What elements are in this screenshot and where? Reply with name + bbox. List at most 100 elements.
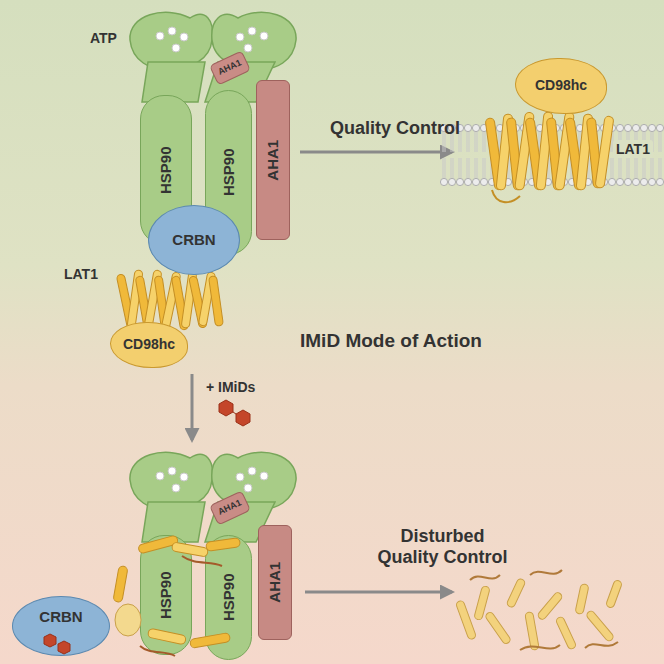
lipid-tail <box>659 131 660 152</box>
degraded-fragments-part <box>585 610 614 643</box>
node-label: AHA1 <box>267 562 284 603</box>
degraded-fragments-part <box>585 642 618 648</box>
hsp90-dimer-head-part <box>260 32 268 40</box>
node-label: AHA1 <box>217 498 243 517</box>
degraded-fragments-part <box>537 591 564 621</box>
lipid-head <box>648 124 655 131</box>
lipid-tail <box>635 158 636 179</box>
lipid-head <box>616 178 623 185</box>
imid-molecule <box>219 400 250 426</box>
lipid-tail <box>467 158 468 179</box>
lipid-tail <box>485 158 486 179</box>
hsp90-dimer-head-part <box>248 467 256 475</box>
lat1-helices-part <box>595 116 614 189</box>
lipid-tail <box>469 158 470 179</box>
lipid-tail <box>661 158 662 179</box>
degraded-fragments-part <box>470 575 500 580</box>
hsp90-dimer-head-part <box>172 484 180 492</box>
annotation-text: ATP <box>90 30 117 46</box>
lipid-head <box>656 124 663 131</box>
lipid-tail <box>451 158 452 179</box>
lipid-tail <box>475 158 476 179</box>
degraded-fragments-part <box>605 579 622 608</box>
lipid-tail <box>549 158 550 179</box>
lipid-tail <box>621 158 622 179</box>
aha1-cochaperone: AHA1 <box>258 525 292 640</box>
hsp90-dimer-head-part <box>244 44 252 52</box>
annotation-text: + IMiDs <box>206 379 255 395</box>
lipid-head <box>624 124 631 131</box>
degraded-fragments-part <box>575 583 589 614</box>
degraded-fragments-part <box>520 645 560 650</box>
lipid-tail <box>485 131 486 152</box>
imid-molecule-part <box>233 412 236 414</box>
lat1-helices <box>485 112 614 202</box>
lipid-tail <box>509 158 510 179</box>
annotation-text: Quality Control <box>330 118 460 139</box>
hsp90-dimer-head-part <box>168 467 176 475</box>
annotation-text: IMiD Mode of Action <box>300 330 482 352</box>
degraded-fragments-part <box>525 612 539 651</box>
arrow <box>305 591 452 594</box>
arrow <box>300 151 452 154</box>
hsp90-dimer-head-part <box>248 27 256 35</box>
crbn-protein: CRBN <box>148 205 240 275</box>
node-label: HSP90 <box>158 146 175 194</box>
lipid-head <box>648 178 655 185</box>
hsp90-dimer-head-part <box>168 27 176 35</box>
hsp90-dimer-head-part <box>156 472 164 480</box>
lipid-head <box>464 124 471 131</box>
node-label: CD98hc <box>123 337 175 352</box>
lipid-tail <box>443 158 444 179</box>
hsp90-dimer-head-part <box>236 33 244 41</box>
hsp90-dimer-head-part <box>130 452 213 508</box>
lat1-helices-part <box>209 276 224 327</box>
lipid-tail <box>611 158 612 179</box>
cd98hc-protein: CD98hc <box>515 58 607 114</box>
hsp90-dimer-head-part <box>130 12 213 68</box>
lipid-tail <box>459 158 460 179</box>
lipid-tail <box>453 158 454 179</box>
degraded-fragments <box>455 570 622 650</box>
degraded-fragments-part <box>484 611 511 645</box>
lipid-head <box>456 178 463 185</box>
node-label: HSP90 <box>220 149 237 197</box>
lipid-head <box>480 178 487 185</box>
hsp90-dimer-head-part <box>180 33 188 41</box>
degraded-fragments-part <box>506 578 526 609</box>
hsp90-protomer: HSP90 <box>205 535 252 660</box>
node-label: CD98hc <box>535 78 587 93</box>
degraded-fragments-part <box>530 570 562 575</box>
hsp90-dimer-head-part <box>244 484 252 492</box>
node-label: HSP90 <box>220 574 237 622</box>
node-label: AHA1 <box>265 140 282 181</box>
lipid-tail <box>645 158 646 179</box>
node-label: CRBN <box>39 609 82 626</box>
lipid-tail <box>651 158 652 179</box>
unfolded-lat1-part <box>115 604 141 636</box>
hsp90-dimer-head-part <box>260 472 268 480</box>
lipid-tail <box>477 158 478 179</box>
lipid-tail <box>613 158 614 179</box>
lipid-tail <box>483 158 484 179</box>
lat1-helices-part <box>492 190 520 202</box>
lipid-tail <box>661 131 662 152</box>
lipid-head <box>608 178 615 185</box>
imid-molecule-part <box>219 400 233 416</box>
lipid-tail <box>461 158 462 179</box>
lipid-head <box>440 178 447 185</box>
unfolded-lat1-part <box>113 566 128 603</box>
lipid-tail <box>445 158 446 179</box>
imid-molecule-part <box>236 410 250 426</box>
crbn-protein: CRBN <box>12 596 110 656</box>
lipid-tail <box>589 158 590 179</box>
lipid-tail <box>659 158 660 179</box>
lipid-tail <box>643 158 644 179</box>
lipid-head <box>464 178 471 185</box>
degraded-fragments-part <box>455 600 476 640</box>
arrow <box>191 374 194 440</box>
hsp90-dimer-head-part <box>172 44 180 52</box>
lipid-tail <box>629 158 630 179</box>
hsp90-protomer: HSP90 <box>140 535 192 655</box>
